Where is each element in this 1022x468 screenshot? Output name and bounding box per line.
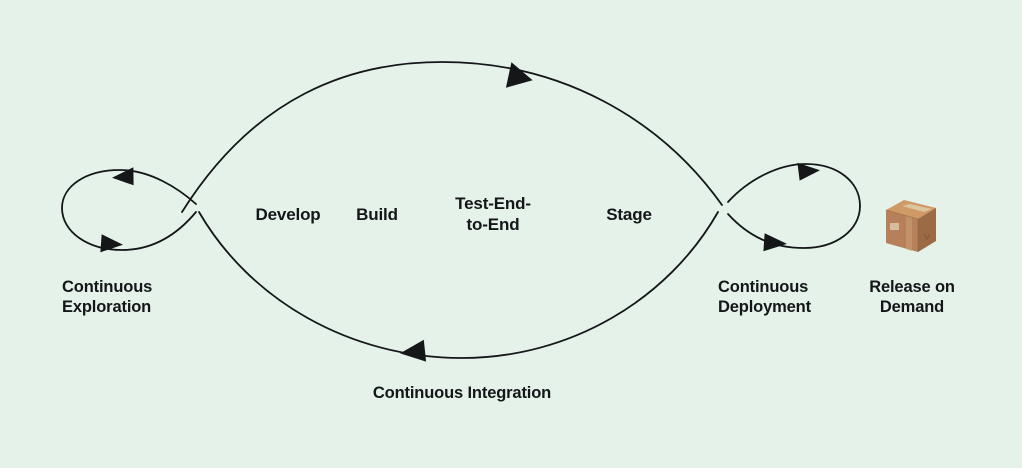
right-loop-top-arrow-icon: [797, 162, 820, 181]
package-box-icon: [884, 196, 938, 254]
release-on-demand-label: Release on Demand: [869, 278, 955, 317]
left-loop-upper-path: [61, 169, 197, 209]
right-loop-upper-path: [727, 163, 861, 207]
right-loop-bottom-arrow-icon: [763, 233, 787, 252]
loop-label-continuous-deployment: Continuous Deployment: [718, 278, 811, 317]
lower-arc-path: [198, 211, 719, 359]
upper-arc-path: [181, 61, 723, 213]
left-loop-top-arrow-icon: [112, 167, 134, 186]
bottom-arc-label-continuous-integration: Continuous Integration: [372, 384, 552, 402]
left-loop-lower-path: [61, 207, 197, 251]
right-loop-lower-path: [727, 205, 861, 249]
lower-arc-arrow-icon: [400, 339, 427, 362]
stage-label-develop: Develop: [255, 205, 321, 224]
loop-label-continuous-exploration: Continuous Exploration: [62, 278, 153, 317]
left-loop-bottom-arrow-icon: [100, 234, 123, 253]
stage-label-test-end-to-end: Test-End- to-End: [455, 194, 531, 234]
stage-label-stage: Stage: [606, 205, 652, 224]
upper-arc-arrow-icon: [505, 62, 533, 88]
stage-label-build: Build: [356, 205, 398, 224]
